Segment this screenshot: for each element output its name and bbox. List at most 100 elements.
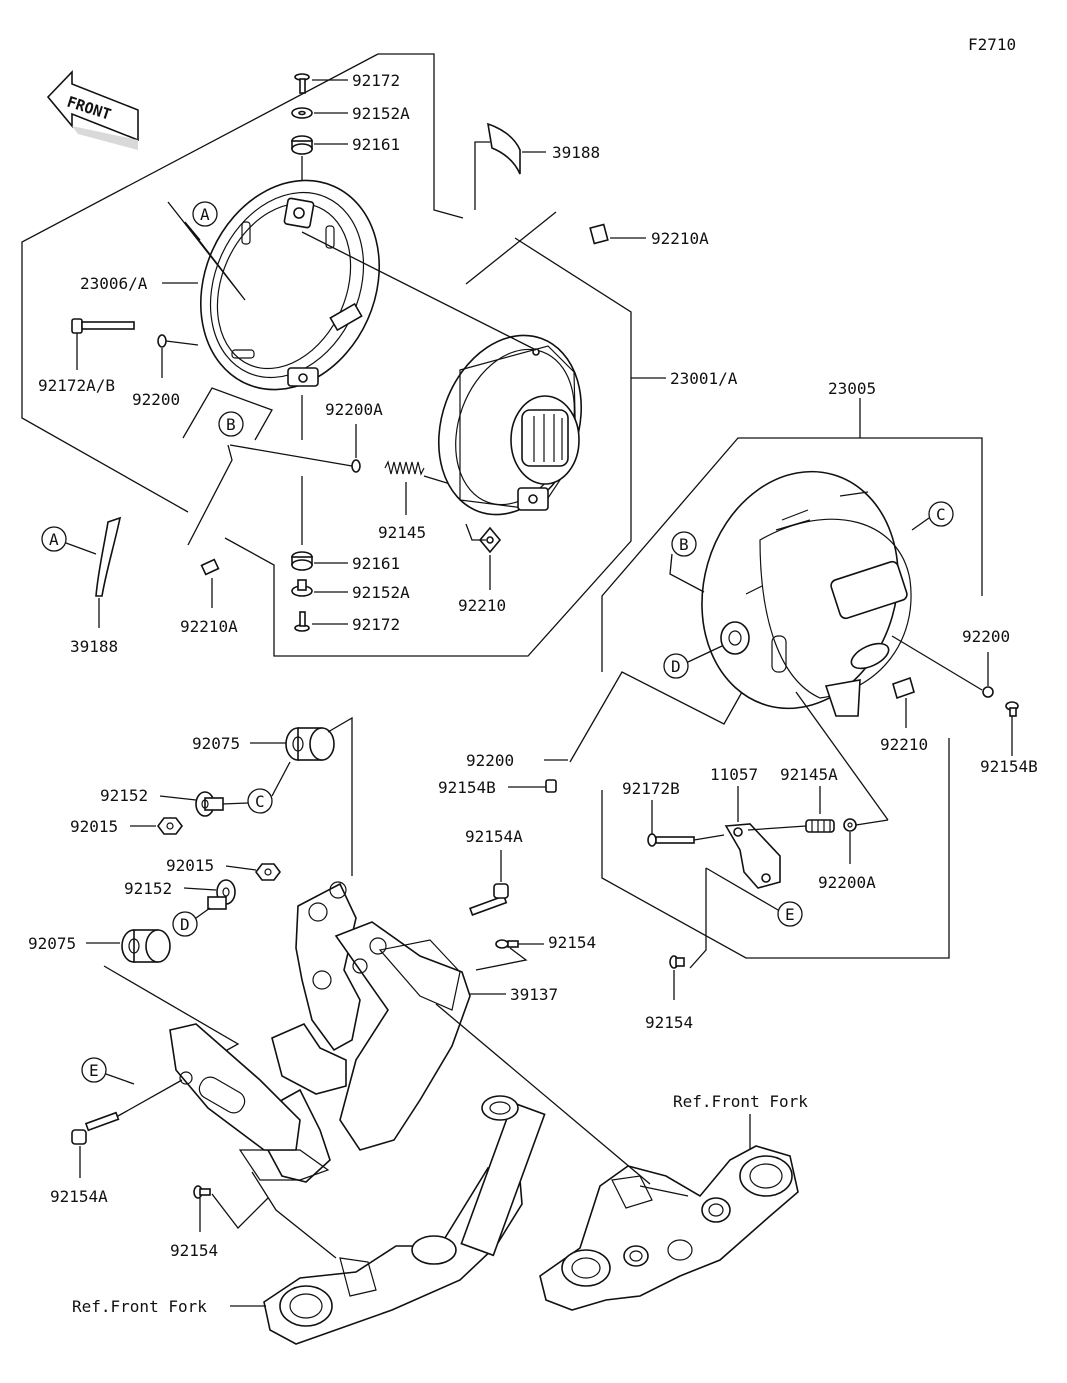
- bolt-92154B-mid: [545, 779, 557, 793]
- label-92210-center: 92210: [458, 596, 506, 615]
- damper-92075-lower: [121, 929, 171, 963]
- callout-e-2: [81, 1057, 107, 1083]
- screw-92172-top: [294, 73, 310, 94]
- spring-92145A: [805, 819, 835, 833]
- bracket-11057: [724, 823, 781, 889]
- label-92200A: 92200A: [325, 400, 383, 419]
- headlight-housing-23005: [701, 470, 912, 717]
- collar-92152-lower: [207, 879, 236, 910]
- band-39188-top: [486, 122, 521, 175]
- label-92154-lower: 92154: [645, 1013, 693, 1032]
- clip-92210A-bottom: [200, 558, 220, 576]
- washer-92152A-top: [291, 107, 313, 119]
- spring-92145: [384, 460, 425, 476]
- label-92161-top: 92161: [352, 135, 400, 154]
- washer-92200-left: [157, 334, 167, 348]
- label-92154A-top: 92154A: [465, 827, 523, 846]
- label-92210A-top: 92210A: [651, 229, 709, 248]
- callout-b-2: [671, 531, 697, 557]
- callout-c2-letter: C: [255, 792, 265, 811]
- bolt-92154A-top: [469, 883, 509, 916]
- label-92015-lower: 92015: [166, 856, 214, 875]
- bolt-92154-lower: [669, 955, 685, 969]
- screw-92172-bottom: [294, 611, 310, 632]
- group-boundary-line: [224, 237, 632, 657]
- bolt-92154-bottom: [193, 1185, 211, 1199]
- bolt-92154A-left: [71, 1111, 120, 1145]
- washer-92152A-bottom: [291, 579, 313, 597]
- washer-92200-right: [982, 686, 994, 698]
- mounting-plate: [169, 1023, 301, 1151]
- callout-a2-letter: A: [49, 530, 59, 549]
- label-23005: 23005: [828, 379, 876, 398]
- figure-code: F2710: [968, 35, 1016, 54]
- label-92200-left: 92200: [132, 390, 180, 409]
- label-92210-right: 92210: [880, 735, 928, 754]
- headlight-rim-23006: [199, 179, 381, 391]
- label-39137: 39137: [510, 985, 558, 1004]
- label-92015-top: 92015: [70, 817, 118, 836]
- damper-92075-top: [285, 727, 335, 761]
- upper-triple-clamp: [539, 1145, 799, 1311]
- label-23001: 23001/A: [670, 369, 738, 388]
- callout-d: [663, 653, 689, 679]
- nut-92015-top: [157, 817, 183, 835]
- callout-d2-letter: D: [180, 915, 190, 934]
- collar-92152-top: [195, 791, 224, 817]
- callout-e-letter: E: [785, 905, 795, 924]
- label-23006: 23006/A: [80, 274, 148, 293]
- label-39188-loose: 39188: [70, 637, 118, 656]
- lower-fork-bracket: [263, 1095, 546, 1345]
- label-11057: 11057: [710, 765, 758, 784]
- label-92152A-bottom: 92152A: [352, 583, 410, 602]
- callout-a-2: [41, 526, 67, 552]
- label-92172-bottom: 92172: [352, 615, 400, 634]
- label-92145A: 92145A: [780, 765, 838, 784]
- callout-b: [218, 411, 244, 437]
- group-boundary-line: [465, 211, 557, 285]
- label-92172B: 92172B: [622, 779, 680, 798]
- callout-a: [192, 201, 218, 227]
- washer-92200A-adj: [843, 818, 857, 832]
- label-92154-small: 92154: [548, 933, 596, 952]
- label-92200-right: 92200: [962, 627, 1010, 646]
- callout-d-letter: D: [671, 657, 681, 676]
- bolt-92154B-right: [1005, 701, 1019, 717]
- nut-plate-92210-right: [892, 676, 915, 700]
- bolt-92154-small: [495, 939, 519, 949]
- bolt-92172A-left: [71, 318, 135, 334]
- label-ref-front-fork-left: Ref.Front Fork: [72, 1297, 207, 1316]
- label-92210A-bottom: 92210A: [180, 617, 238, 636]
- grommet-92161-bottom: [291, 551, 313, 571]
- bolt-92172B: [647, 833, 695, 847]
- headlamp-unit-23001: [437, 334, 583, 516]
- washer-92200A: [351, 459, 361, 473]
- callout-b2-letter: B: [679, 535, 689, 554]
- label-92200-mid: 92200: [466, 751, 514, 770]
- group-boundary-line: [378, 53, 464, 219]
- label-92161-bottom: 92161: [352, 554, 400, 573]
- callout-c-letter: C: [936, 505, 946, 524]
- group-boundary-line: [21, 53, 379, 513]
- label-92154B-right: 92154B: [980, 757, 1038, 776]
- nut-92015-lower: [255, 863, 281, 881]
- callout-e: [777, 901, 803, 927]
- callout-c: [928, 501, 954, 527]
- callout-a-letter: A: [200, 205, 210, 224]
- label-92154-bottom: 92154: [170, 1241, 218, 1260]
- label-92075-lower: 92075: [28, 934, 76, 953]
- label-92145: 92145: [378, 523, 426, 542]
- label-ref-front-fork-right: Ref.Front Fork: [673, 1092, 808, 1111]
- callout-b-letter: B: [226, 415, 236, 434]
- label-92152-top: 92152: [100, 786, 148, 805]
- label-92172AB: 92172A/B: [38, 376, 115, 395]
- label-92152A-top: 92152A: [352, 104, 410, 123]
- label-92154B-mid: 92154B: [438, 778, 496, 797]
- callout-d-2: [172, 911, 198, 937]
- clip-92210A-top: [589, 223, 609, 245]
- callout-e2-letter: E: [89, 1061, 99, 1080]
- front-arrow-icon: FRONT: [46, 70, 139, 150]
- label-92154A-left: 92154A: [50, 1187, 108, 1206]
- label-92200A-adj: 92200A: [818, 873, 876, 892]
